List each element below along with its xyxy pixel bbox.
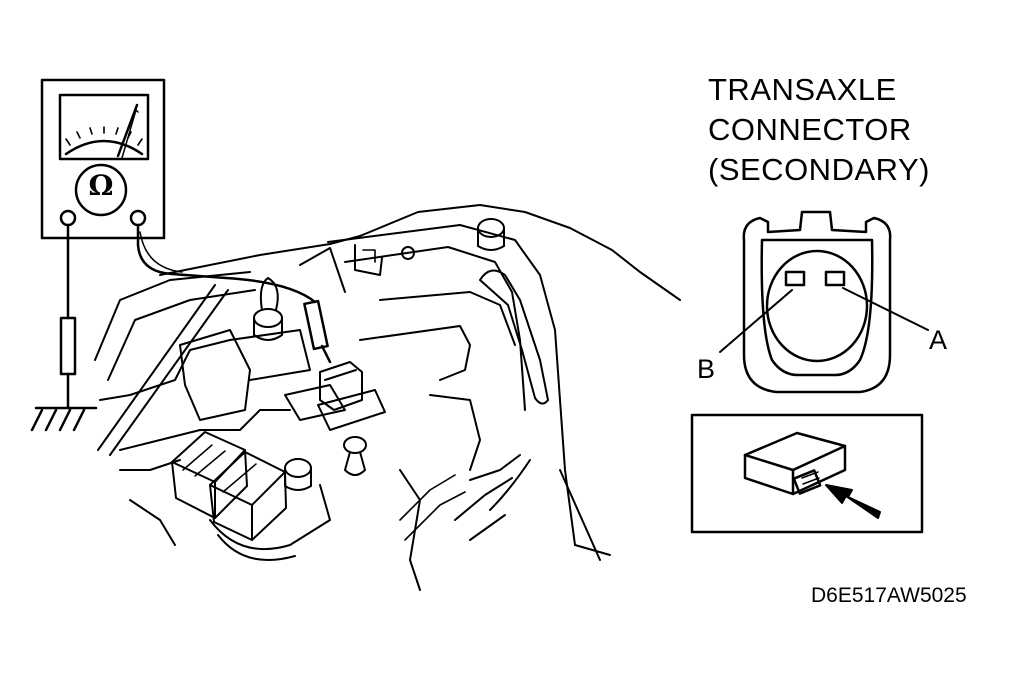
engine-sketch [94,204,681,591]
connector-title-line-3: (SECONDARY) [708,152,930,187]
connector-inset [690,413,924,534]
ohmmeter-icon [40,78,166,240]
terminal-a-label: A [929,325,948,355]
ground-symbol-icon [30,406,98,432]
arrow-icon [825,484,881,519]
probe-lead [136,223,332,364]
connector-block-right [209,451,287,541]
terminal-b-label: B [697,354,716,384]
connector-block-left [171,431,248,519]
connector-icon [743,431,847,496]
ohm-symbol: Ω [88,169,114,202]
ground-lead [59,223,77,410]
figure-code: D6E517AW5025 [811,584,967,607]
connector-title-line-2: CONNECTOR [708,112,912,147]
connector-face-view [719,210,929,394]
connector-title-line-1: TRANSAXLE [708,72,897,107]
